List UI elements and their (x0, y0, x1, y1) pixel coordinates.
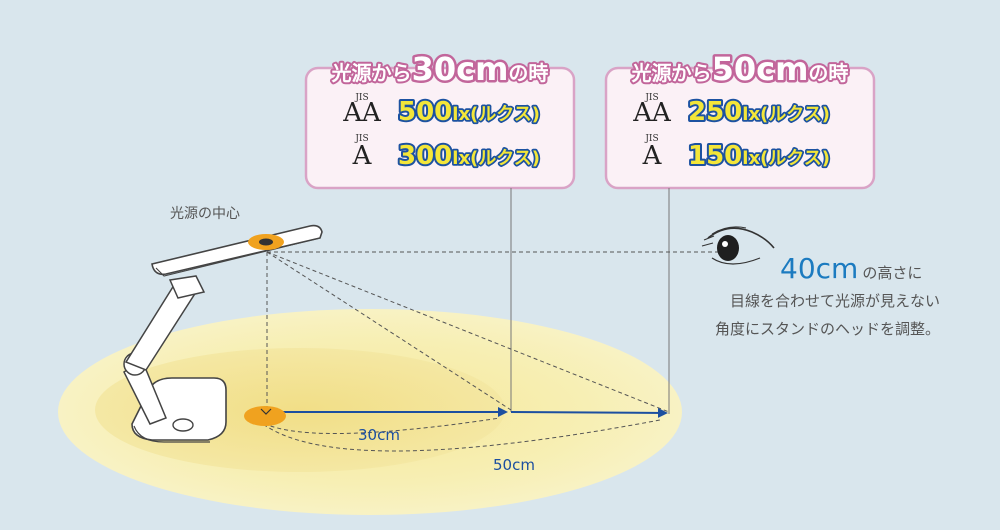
light-center-label: 光源の中心 (170, 206, 240, 222)
jis-label: JIS (354, 93, 368, 103)
grade-label: A (352, 141, 373, 171)
jis-label: JIS (354, 134, 368, 144)
spot-chevron-icon (260, 408, 272, 415)
distance-label-30cm: 30cm (358, 426, 400, 444)
eye-note-line2: 角度にスタンドのヘッドを調整。 (715, 320, 940, 338)
grade-label: AA (342, 98, 382, 128)
eye-note-line1: 目線を合わせて光源が見えない (730, 292, 940, 310)
lamp-switch (172, 418, 194, 432)
info-box-title: 光源から50cmの時 (631, 50, 849, 88)
lux-value: 250lx(ルクス) (688, 97, 830, 127)
info-box-50cm: 光源から50cmの時 JIS AA 250lx(ルクス) JIS A 150lx… (604, 48, 876, 190)
lamp-hinge (168, 275, 206, 299)
grade-label: AA (632, 98, 672, 128)
info-box-30cm: 光源から30cmの時 JIS AA 500lx(ルクス) JIS A 300lx… (304, 48, 576, 190)
light-rays (257, 251, 720, 452)
lux-value: 150lx(ルクス) (688, 141, 830, 171)
eye-icon (701, 226, 775, 265)
grade-label: A (642, 141, 663, 171)
lamp-head (151, 224, 323, 276)
desk-lamp (123, 224, 323, 443)
light-spot-desk (244, 406, 286, 426)
jis-label: JIS (644, 93, 658, 103)
distance-label-50cm: 50cm (493, 456, 535, 474)
info-box-title: 光源から30cmの時 (331, 50, 549, 88)
lux-value: 500lx(ルクス) (398, 97, 540, 127)
lux-value: 300lx(ルクス) (398, 141, 540, 171)
distance-arrow-50cm (510, 407, 668, 418)
jis-label: JIS (644, 134, 658, 144)
